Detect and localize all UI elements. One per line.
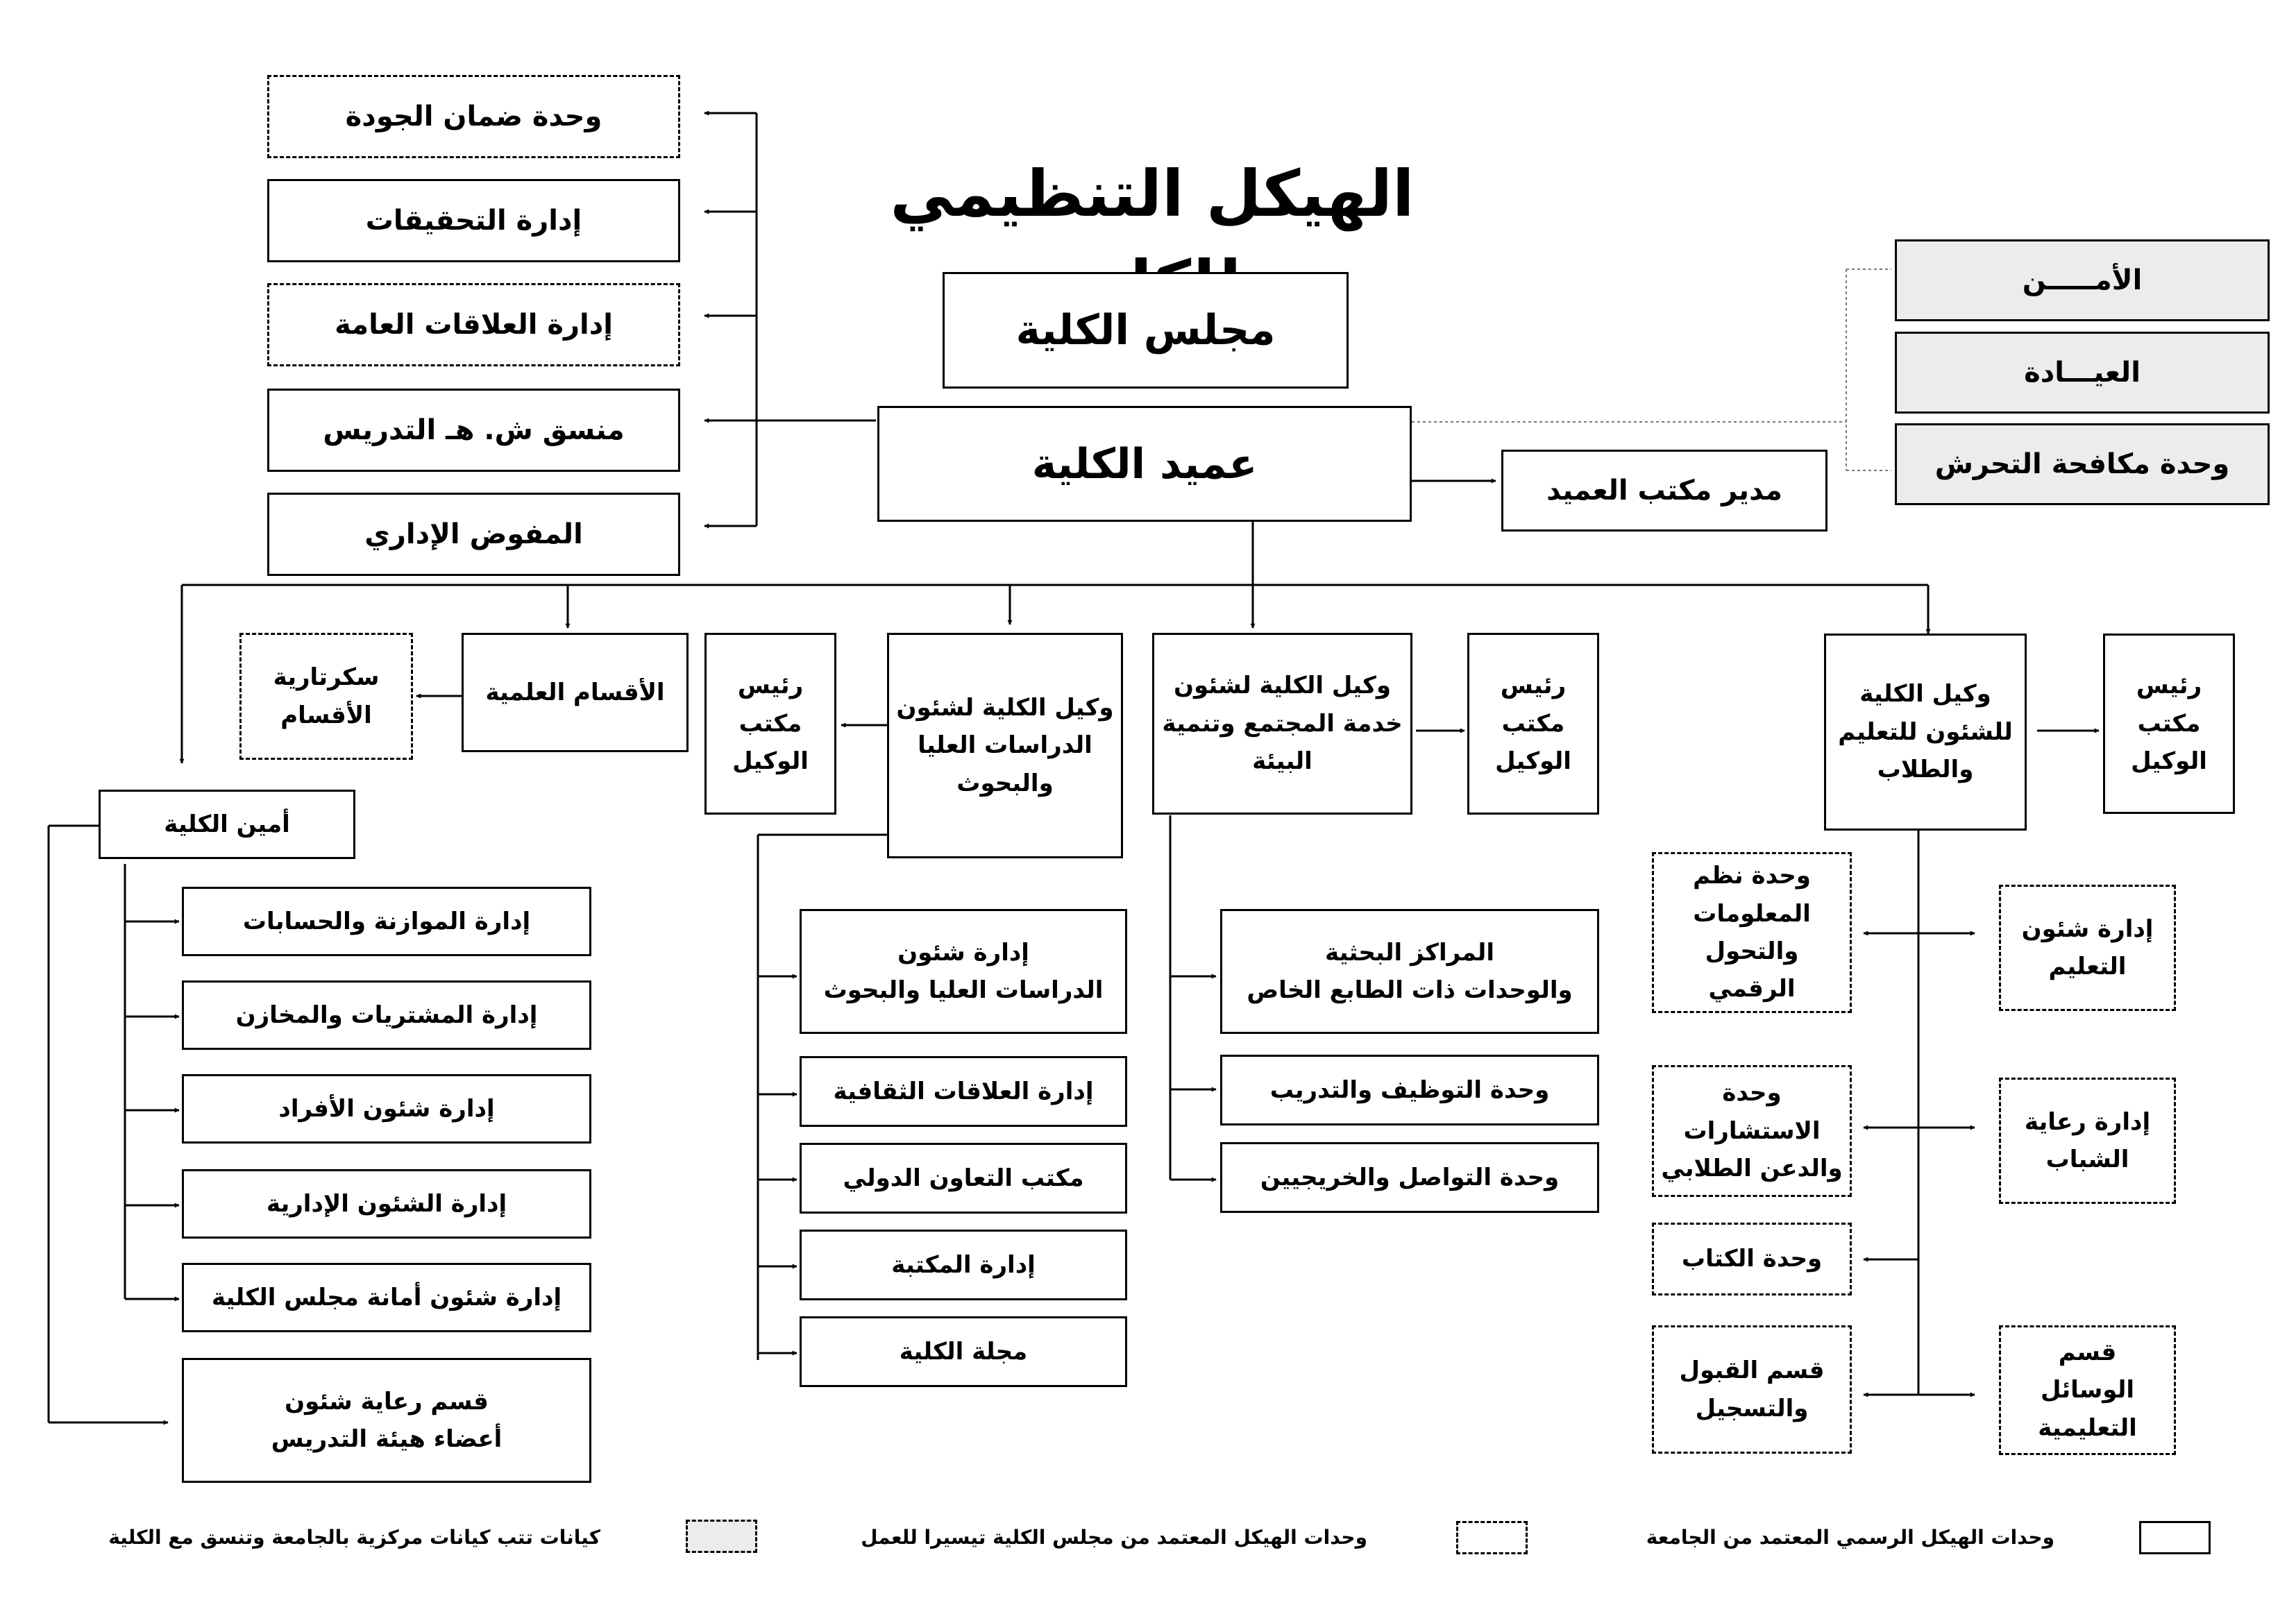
scientific-departments-box: الأقسام العلمية (462, 633, 689, 752)
budget-accounts-box: إدارة الموازنة والحسابات (182, 887, 591, 956)
vp-education-box: وكيل الكلية للشئون للتعليم والطلاب (1824, 634, 2027, 831)
vp-education-office-box: رئيس مكتب الوكيل (2103, 634, 2235, 814)
dean-box: عميد الكلية (877, 406, 1412, 522)
public-relations-box: إدارة العلاقات العامة (267, 283, 680, 366)
research-centers-box: المراكز البحثية والوحدات ذات الطابع الخا… (1220, 909, 1599, 1034)
education-affairs-box: إدارة شئون التعليم (1999, 885, 2176, 1011)
graduate-affairs-box: إدارة شئون الدراسات العليا والبحوث (800, 909, 1127, 1034)
vp-community-box: وكيل الكلية لشئون خدمة المجتمع وتنمية ال… (1152, 633, 1412, 815)
legend-central-label: كيانات تتب كيانات مركزية بالجامعة وتنسق … (108, 1526, 600, 1549)
purchases-stores-box: إدارة المشتريات والمخازن (182, 980, 591, 1050)
admin-delegate-box: المفوض الإداري (267, 493, 680, 576)
departments-secretariat-box: سكرتارية الأقسام (239, 633, 413, 760)
quality-unit-box: وحدة ضمان الجودة (267, 75, 680, 158)
information-systems-box: وحدة نظم المعلومات والتحول الرقمي (1652, 852, 1852, 1013)
council-secretariat-box: إدارة شئون أمانة مجلس الكلية (182, 1263, 591, 1332)
youth-care-box: إدارة رعاية الشباب (1999, 1078, 2176, 1204)
faculty-journal-box: مجلة الكلية (800, 1316, 1127, 1387)
legend-council-label: وحدات الهيكل المعتمد من مجلس الكلية تيسي… (861, 1526, 1367, 1549)
employment-training-box: وحدة التوظيف والتدريب (1220, 1055, 1599, 1125)
personnel-affairs-box: إدارة شئون الأفراد (182, 1074, 591, 1144)
faculty-coordinator-box: منسق ش. هـ التدريس (267, 389, 680, 472)
administrative-affairs-box: إدارة الشئون الإدارية (182, 1169, 591, 1239)
legend-central-swatch (686, 1520, 757, 1553)
legend-official-label: وحدات الهيكل الرسمي المعتمد من الجامعة (1646, 1526, 2054, 1549)
vp-graduate-box: وكيل الكلية لشئون الدراسات العليا والبحو… (887, 633, 1123, 858)
investigations-box: إدارة التحقيقات (267, 179, 680, 262)
anti-harassment-box: وحدة مكافحة التحرش (1895, 423, 2270, 505)
student-support-box: وحدة الاستشارات والدعن الطلابي (1652, 1065, 1852, 1197)
cultural-relations-box: إدارة العلاقات الثقافية (800, 1056, 1127, 1127)
vp-graduate-office-box: رئيس مكتب الوكيل (704, 633, 836, 815)
legend-official-swatch (2139, 1521, 2211, 1554)
faculty-council-box: مجلس الكلية (943, 272, 1349, 389)
legend-council-swatch (1456, 1521, 1528, 1554)
chart-title: الهيكل التنظيمي للكلية (890, 157, 1415, 321)
vp-community-office-box: رئيس مكتب الوكيل (1467, 633, 1599, 815)
security-box: الأمـــــن (1895, 239, 2270, 321)
faculty-secretary-box: أمين الكلية (99, 790, 355, 859)
educational-media-box: قسم الوسائل التعليمية (1999, 1325, 2176, 1455)
library-box: إدارة المكتبة (800, 1230, 1127, 1300)
admission-registration-box: قسم القبول والتسجيل (1652, 1325, 1852, 1454)
book-unit-box: وحدة الكتاب (1652, 1223, 1852, 1295)
alumni-communication-box: وحدة التواصل والخريجيين (1220, 1142, 1599, 1213)
international-cooperation-box: مكتب التعاون الدولي (800, 1143, 1127, 1214)
faculty-members-care-box: قسم رعاية شئون أعضاء هيئة التدريس (182, 1358, 591, 1483)
dean-office-manager-box: مدير مكتب العميد (1501, 450, 1827, 532)
clinic-box: العيـــادة (1895, 332, 2270, 414)
